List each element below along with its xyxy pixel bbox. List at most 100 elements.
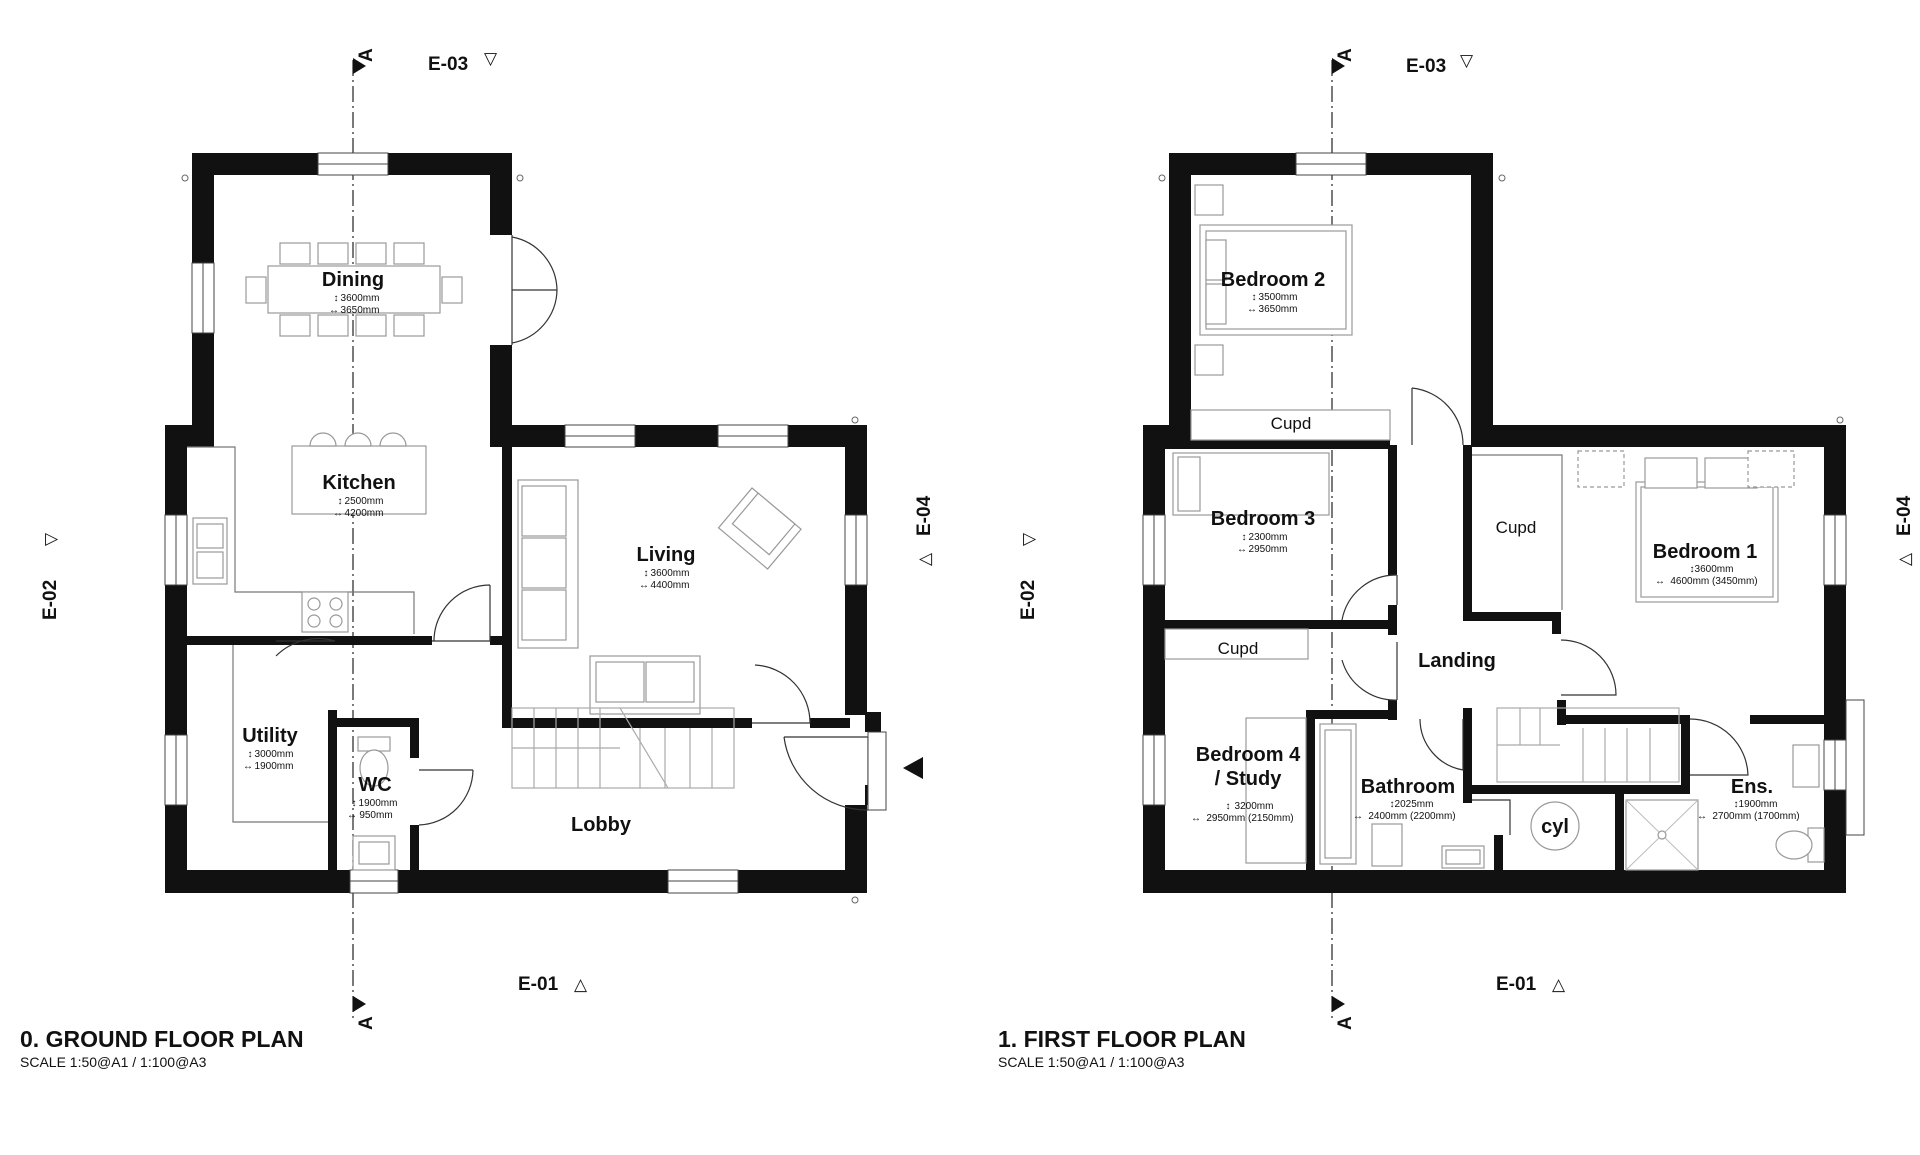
elevation-marker-icon: △ [1552, 975, 1566, 994]
elevation-marker-icon: ▽ [1460, 51, 1474, 70]
wall [490, 425, 867, 447]
dim-symbol: ↕ [334, 293, 339, 304]
ground-floor-plan: A A [20, 48, 935, 1070]
room-label-wc: WC [358, 774, 391, 796]
dim-bedroom-2-2: 3650mm [1259, 304, 1298, 315]
first-floor-plan: A A [998, 48, 1915, 1070]
elevation-e03: E-03 [428, 54, 468, 75]
door [432, 584, 491, 642]
first-plan-title: 1. FIRST FLOOR PLAN [998, 1026, 1246, 1052]
wall [1824, 425, 1846, 893]
dim-utility-1: 3000mm [255, 749, 294, 760]
wall [810, 718, 850, 728]
elevation-e04: E-04 [914, 495, 935, 536]
dining-table [245, 242, 463, 337]
door [1419, 718, 1464, 771]
room-label-study: / Study [1215, 768, 1283, 790]
wall [1494, 835, 1503, 875]
wall [410, 718, 419, 758]
elevation-e01: E-01 [1496, 974, 1537, 995]
dim-bedroom-3-1: 2300mm [1249, 532, 1288, 543]
wall [328, 710, 337, 875]
wall [865, 712, 881, 732]
wall [1165, 620, 1397, 629]
dim-living-2: 4400mm [651, 580, 690, 591]
wall [1388, 445, 1397, 575]
room-label-landing: Landing [1418, 650, 1496, 672]
wall [1615, 792, 1624, 872]
dim-symbol: ↔ [1655, 576, 1665, 587]
cupd-label: Cupd [1218, 639, 1259, 658]
dim-bedroom-1-2: 4600mm (3450mm) [1670, 576, 1757, 587]
door [1560, 639, 1617, 696]
dim-symbol: ↕ [338, 496, 343, 507]
elevation-marker-icon: △ [915, 552, 934, 566]
room-label-bedroom-4: Bedroom 4 [1196, 744, 1301, 766]
cupboard [1164, 628, 1309, 660]
cupboard [1472, 454, 1563, 610]
dim-bedroom-4-2: 2950mm (2150mm) [1206, 813, 1293, 824]
door [1341, 642, 1398, 701]
dim-symbol: ↔ [329, 305, 339, 316]
elevation-marker-icon: ▽ [484, 49, 498, 68]
bathroom-fixtures [1319, 723, 1485, 869]
door-frame [867, 731, 887, 811]
wall [502, 443, 512, 728]
cupd-label: Cupd [1271, 414, 1312, 433]
dim-symbol: ↔ [1237, 544, 1247, 555]
wall [1306, 710, 1315, 875]
door [1472, 799, 1511, 835]
cylinder [1530, 801, 1580, 851]
elevation-e03: E-03 [1406, 56, 1446, 77]
living-furniture [517, 479, 802, 715]
dim-bathroom-1: 2025mm [1395, 799, 1434, 810]
dim-symbol: ↕ [1690, 564, 1695, 575]
dim-symbol: ↕ [352, 798, 357, 809]
room-label-ensuite: Ens. [1731, 776, 1773, 798]
dim-symbol: ↕ [1252, 292, 1257, 303]
elevation-e02: E-02 [40, 580, 61, 620]
wall [1471, 425, 1846, 447]
french-doors [511, 235, 558, 345]
elevation-marker-icon: ▽ [1019, 532, 1038, 546]
wall [1143, 870, 1846, 893]
dim-bedroom-1-1: 3600mm [1695, 564, 1734, 575]
room-label-lobby: Lobby [571, 814, 632, 836]
wc-fixtures [352, 736, 396, 871]
wall [845, 805, 867, 893]
door [1341, 574, 1398, 621]
wall [1165, 440, 1390, 449]
wall [1463, 708, 1472, 803]
ground-section-arrow-bottom [353, 996, 366, 1012]
elevation-marker-icon: △ [1895, 552, 1914, 566]
ground-plan-scale: SCALE 1:50@A1 / 1:100@A3 [20, 1054, 207, 1070]
dim-bedroom-4-1: 3200mm [1235, 801, 1274, 812]
wall [337, 718, 419, 727]
room-label-bedroom-3: Bedroom 3 [1211, 508, 1315, 530]
ground-section-label-top: A [356, 48, 377, 62]
dim-wc-1: 1900mm [359, 798, 398, 809]
room-label-living: Living [637, 544, 696, 566]
dim-bathroom-2: 2400mm (2200mm) [1368, 811, 1455, 822]
elevation-e04: E-04 [1894, 495, 1915, 536]
wall [490, 636, 504, 645]
wall [1471, 153, 1493, 445]
bed-1-furniture [1577, 450, 1795, 603]
entrance-arrow [903, 757, 923, 779]
first-plan-scale: SCALE 1:50@A1 / 1:100@A3 [998, 1054, 1185, 1070]
room-label-dining: Dining [322, 269, 384, 291]
wall [1143, 425, 1165, 893]
wall [1463, 445, 1472, 615]
bedroom-4-desk [1245, 717, 1307, 864]
first-section-arrow-bottom [1332, 996, 1345, 1012]
door [1411, 387, 1464, 446]
elevation-marker-icon: △ [574, 975, 588, 994]
dim-symbol: ↔ [639, 580, 649, 591]
room-label-utility: Utility [242, 725, 298, 747]
elevation-marker-icon: ▽ [41, 532, 60, 546]
wall [1472, 785, 1690, 794]
elevation-e01: E-01 [518, 974, 559, 995]
door [275, 638, 336, 657]
room-label-bedroom-2: Bedroom 2 [1221, 269, 1325, 291]
